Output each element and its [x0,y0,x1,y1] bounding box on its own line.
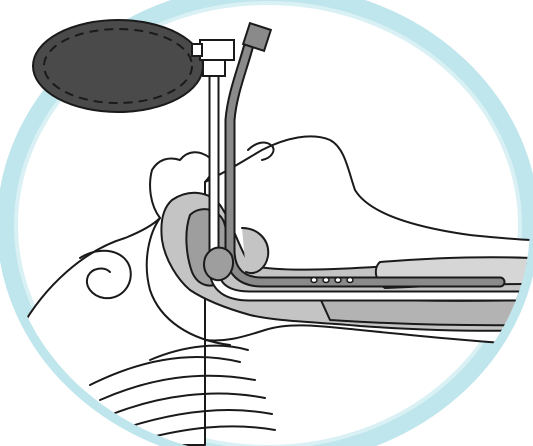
reservoir-bag [33,20,203,112]
esophagus [320,298,533,325]
cuff [204,248,233,281]
